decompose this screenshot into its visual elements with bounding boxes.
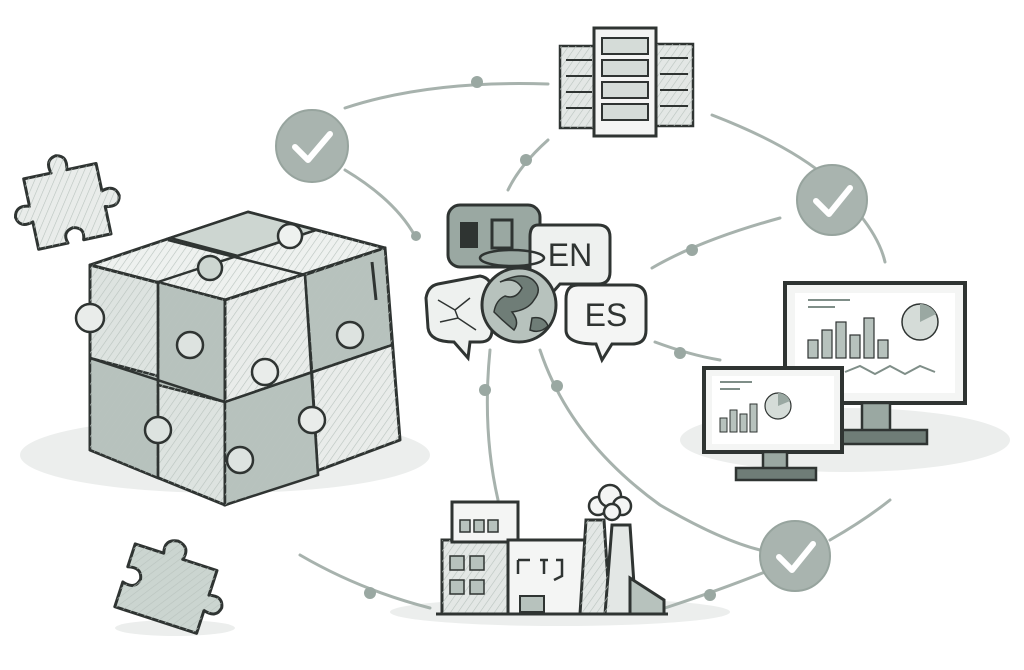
- speech-bubble-icon: [446, 203, 542, 269]
- spanish-label: ES: [585, 297, 628, 333]
- monitor-icon: [702, 366, 844, 482]
- connection-arcs: [298, 82, 892, 610]
- globe-icon: [478, 248, 558, 344]
- check-circle-icon: [759, 520, 831, 592]
- factory-icon: [436, 483, 668, 616]
- puzzle-cube-icon: [74, 210, 402, 507]
- check-circle-icon: [275, 109, 349, 183]
- speech-bubble-icon: [424, 274, 494, 362]
- check-circle-icon: [796, 164, 868, 236]
- english-label: EN: [548, 237, 592, 273]
- speech-bubble-icon: [564, 283, 648, 364]
- connection-nodes: [364, 76, 716, 601]
- server-icon: [558, 26, 695, 138]
- speech-bubble-icon: [528, 223, 612, 305]
- puzzle-piece-icon: [113, 539, 224, 635]
- puzzle-piece-icon: [14, 154, 121, 251]
